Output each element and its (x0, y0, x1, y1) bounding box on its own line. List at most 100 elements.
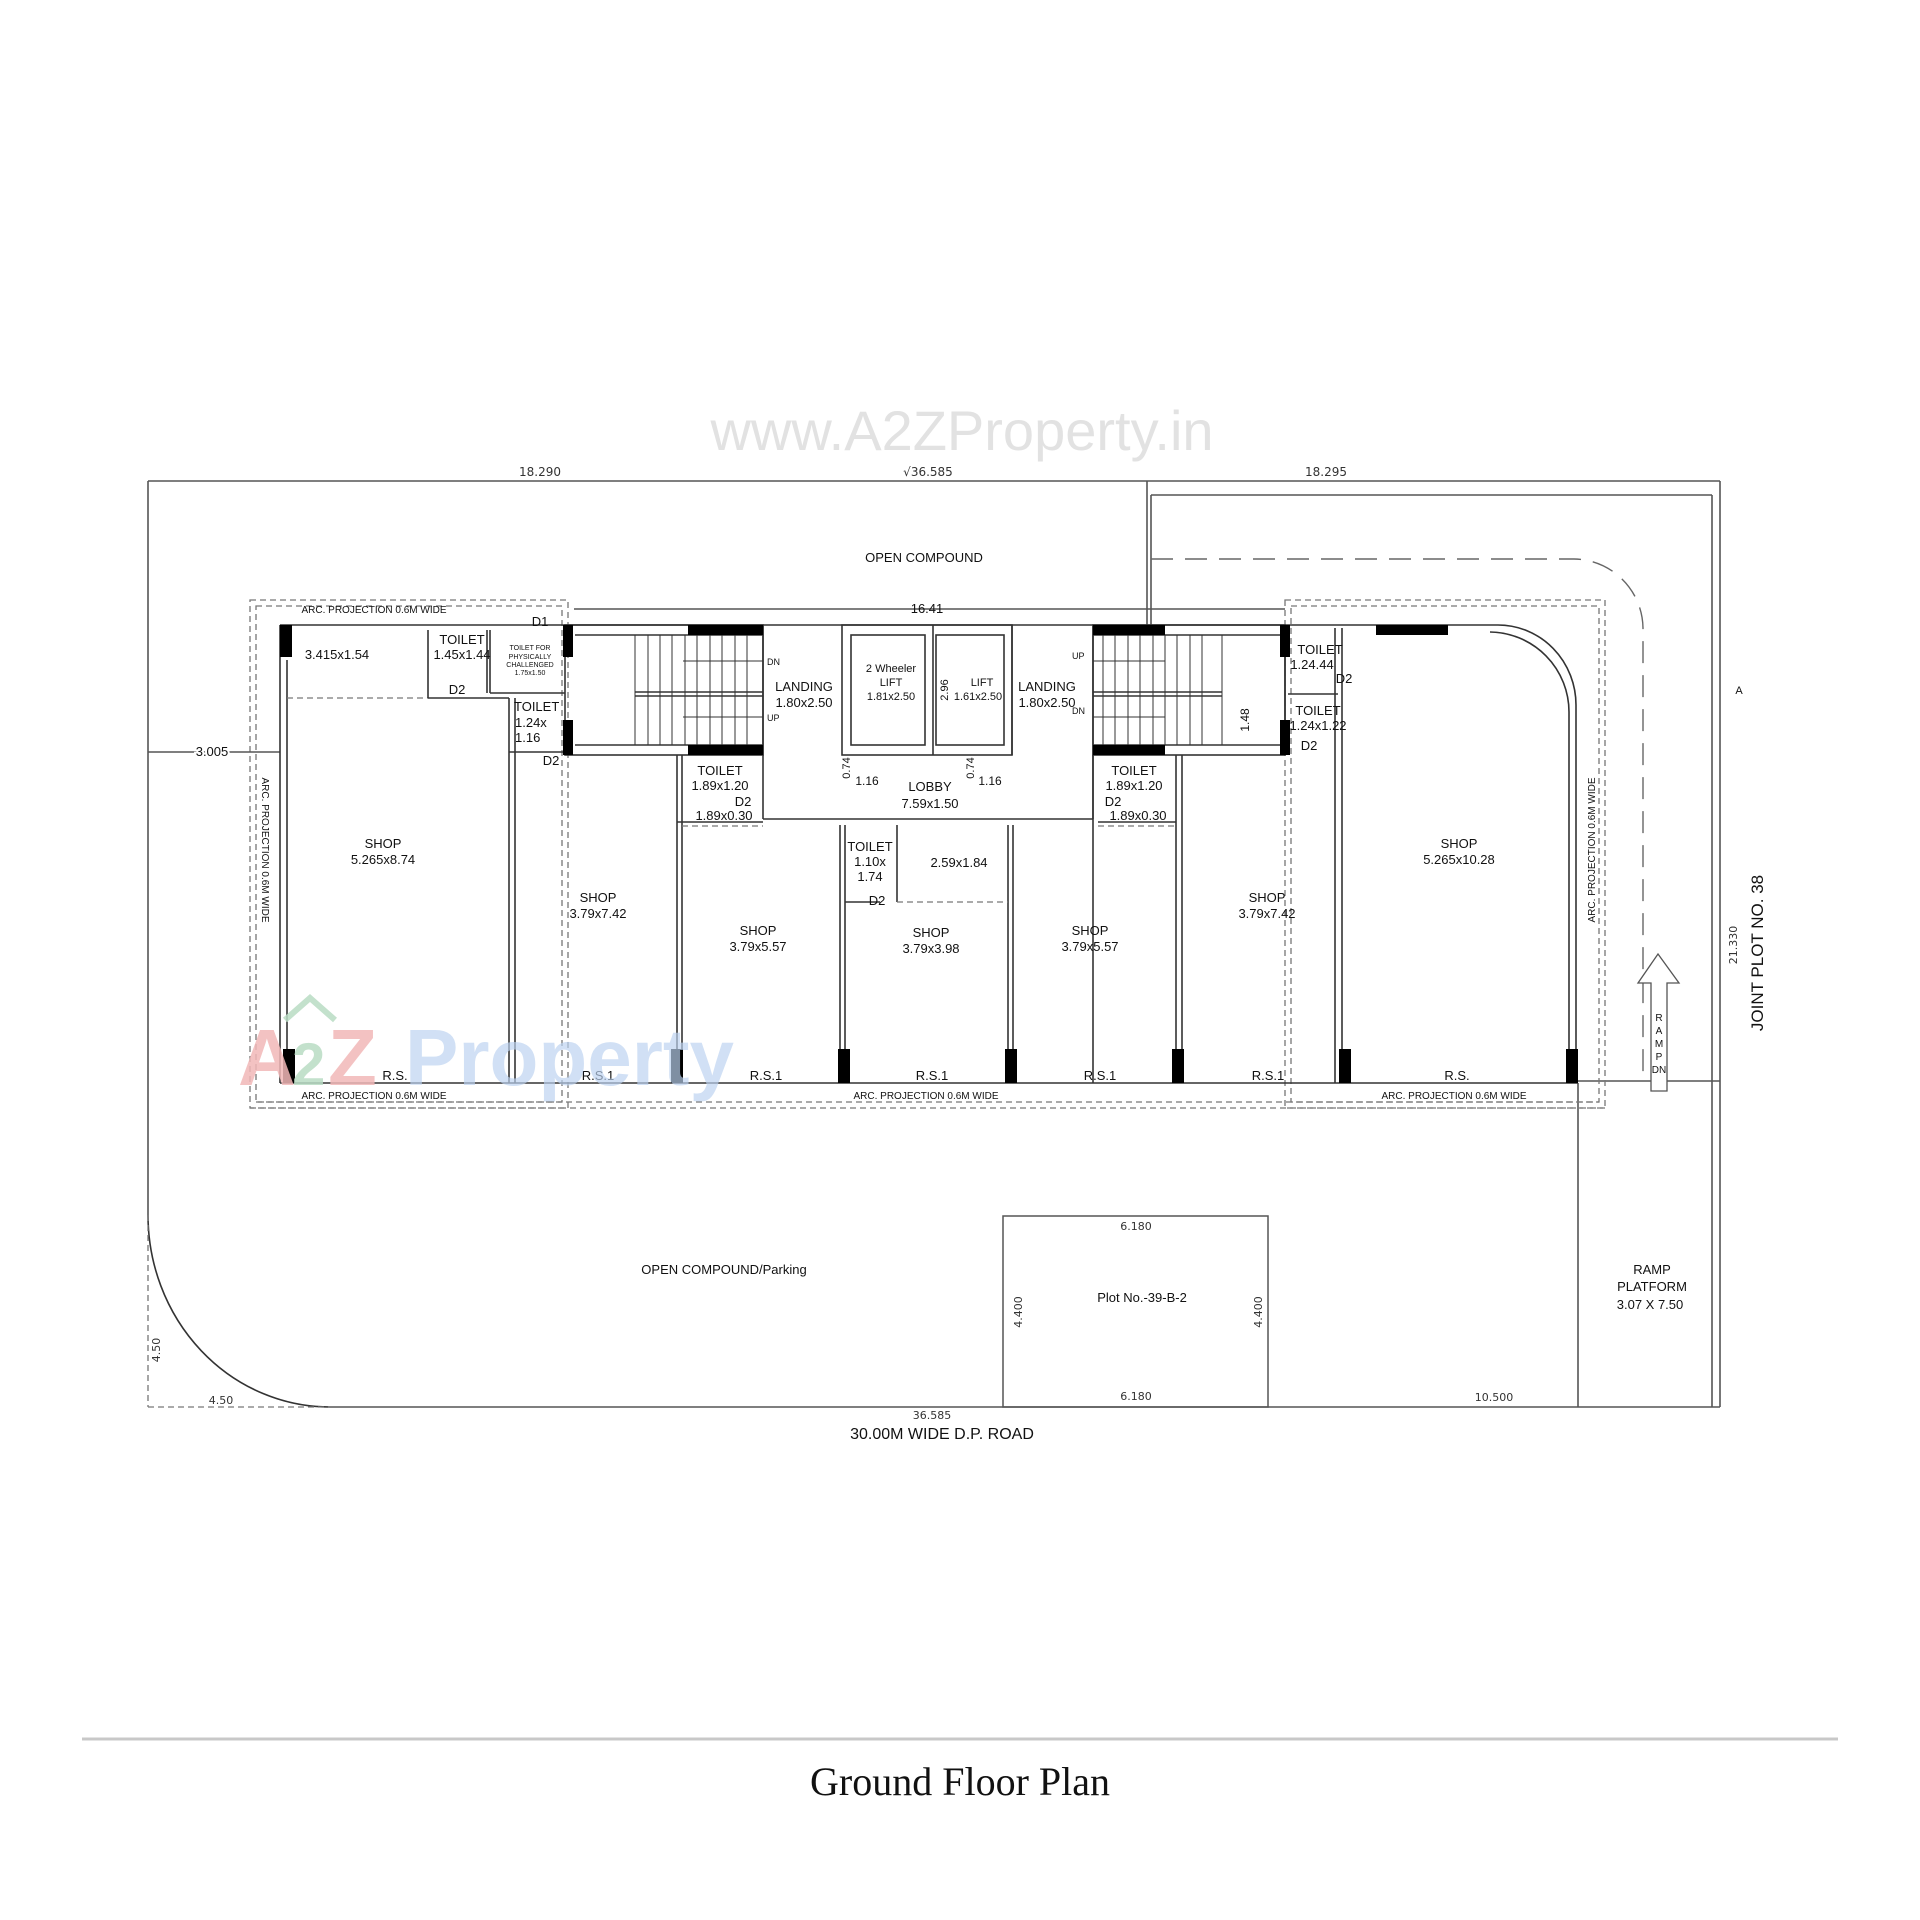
open-compound-parking-label: OPEN COMPOUND/Parking (641, 1262, 806, 1277)
ramp-platform-size: 3.07 X 7.50 (1617, 1297, 1684, 1312)
dim-left-setback: 3.005 (196, 744, 229, 759)
toilet-f-size: 1.24x1.22 (1289, 718, 1346, 733)
arc-projection-bottom-center-label: ARC. PROJECTION 0.6M WIDE (853, 1091, 998, 1102)
shop-1: SHOP 5.265x8.74 R.S. (351, 836, 415, 1083)
shop-1-size: 5.265x8.74 (351, 852, 415, 867)
shop-4-size: 3.79x3.98 (902, 941, 959, 956)
dim-corner-horizontal: 4.50 (209, 1394, 234, 1407)
shop-4: SHOP 3.79x3.98 R.S.1 (902, 925, 959, 1083)
arc-projection-left-label: ARC. PROJECTION 0.6M WIDE (259, 777, 270, 922)
ramp-arrow: R A M P DN (1636, 952, 1681, 1092)
landing-left-title: LANDING (775, 679, 833, 694)
toilet-g-line1: 1.10x (854, 854, 886, 869)
svg-text:Property: Property (405, 1013, 734, 1102)
shop-5: SHOP 3.79x5.57 R.S.1 (1061, 923, 1118, 1083)
toilet-e-title: TOILET (1297, 642, 1342, 657)
toilet-c-door: D2 (735, 794, 752, 809)
room-store-center: 2.59x1.84 (930, 855, 987, 870)
lift-title: LIFT (971, 677, 994, 689)
shop-3-title: SHOP (740, 923, 777, 938)
toilet-ph-line2: PHYSICALLY (509, 654, 552, 661)
toilet-a-title: TOILET (439, 632, 484, 647)
toilet-c-duct: 1.89x0.30 (695, 808, 752, 823)
dim-right-depth: 21.330 (1727, 926, 1740, 965)
shop-5-size: 3.79x5.57 (1061, 939, 1118, 954)
ramp-letter: A (1656, 1026, 1663, 1037)
open-compound-label: OPEN COMPOUND (865, 550, 983, 565)
shop-5-shutter: R.S.1 (1084, 1068, 1117, 1083)
plot-39-dim-top: 6.180 (1120, 1220, 1152, 1233)
shop-6: SHOP 3.79x7.42 R.S.1 (1238, 890, 1295, 1083)
url-watermark: www.A2ZProperty.in (709, 399, 1213, 462)
dim-lift-depth: 2.96 (939, 679, 951, 700)
toilet-c-title: TOILET (697, 763, 742, 778)
toilet-ph-line3: CHALLENGED (506, 662, 553, 669)
room-store-left: 3.415x1.54 (305, 647, 369, 662)
plot-39-dim-right: 4.400 (1252, 1296, 1265, 1328)
stair-left-dn: DN (767, 657, 780, 667)
page-title: Ground Floor Plan (810, 1759, 1110, 1804)
structural-columns (280, 625, 1578, 1083)
toilet-ph-door: D1 (532, 614, 549, 629)
stair-left-up: UP (767, 713, 780, 723)
ramp-platform-line1: RAMP (1633, 1262, 1671, 1277)
dim-bottom-right: 10.500 (1475, 1391, 1514, 1404)
arc-projection-top-label: ARC. PROJECTION 0.6M WIDE (301, 605, 446, 616)
plot-boundary (147, 480, 1721, 1408)
toilet-b-title: TOILET (514, 699, 559, 714)
joint-plot-label: JOINT PLOT NO. 38 (1748, 875, 1767, 1031)
lift-2w-line2: LIFT (880, 677, 903, 689)
toilet-g-title: TOILET (847, 839, 892, 854)
toilet-c-size: 1.89x1.20 (691, 778, 748, 793)
dim-bottom-total: 36.585 (913, 1409, 952, 1422)
plot-39-b-2: 6.180 Plot No.-39-B-2 4.400 4.400 6.180 (1002, 1215, 1269, 1408)
toilet-e-size: 1.24.44 (1290, 657, 1333, 672)
ramp-letter: R (1655, 1013, 1662, 1024)
svg-text:Z: Z (328, 1013, 377, 1102)
lift-size: 1.61x2.50 (954, 691, 1002, 703)
ramp-letter: P (1656, 1052, 1663, 1063)
shop-6-title: SHOP (1249, 890, 1286, 905)
road-label: 30.00M WIDE D.P. ROAD (850, 1426, 1034, 1443)
lobby-title: LOBBY (908, 779, 952, 794)
shop-3-shutter: R.S.1 (750, 1068, 783, 1083)
dim-top-total: √36.585 (903, 465, 953, 479)
dim-building-width: 16.41 (911, 601, 944, 616)
toilet-d-duct: 1.89x0.30 (1109, 808, 1166, 823)
shop-4-shutter: R.S.1 (916, 1068, 949, 1083)
landing-left-size: 1.80x2.50 (775, 695, 832, 710)
shop-5-title: SHOP (1072, 923, 1109, 938)
shop-3-size: 3.79x5.57 (729, 939, 786, 954)
toilet-e-door: D2 (1336, 671, 1353, 686)
stair-right-up: UP (1072, 651, 1085, 661)
plot-39-name: Plot No.-39-B-2 (1097, 1290, 1187, 1305)
shop-6-shutter: R.S.1 (1252, 1068, 1285, 1083)
dim-lobby-h2: 0.74 (965, 757, 977, 778)
plot-39-dim-bottom: 6.180 (1120, 1390, 1152, 1403)
toilet-b-line1: 1.24x (515, 715, 547, 730)
lift-2w-line1: 2 Wheeler (866, 663, 916, 675)
toilet-f-door: D2 (1301, 738, 1318, 753)
toilet-b-line2: 1.16 (515, 730, 540, 745)
dim-lobby-h1: 0.74 (841, 757, 853, 778)
arc-projection-right-label: ARC. PROJECTION 0.6M WIDE (1587, 777, 1598, 922)
toilet-ph-line1: TOILET FOR (510, 645, 551, 652)
marker-a: A (1735, 685, 1743, 697)
dim-top-right: 18.295 (1305, 465, 1347, 479)
shop-7-shutter: R.S. (1444, 1068, 1469, 1083)
shop-2-size: 3.79x7.42 (569, 906, 626, 921)
toilet-a-door: D2 (449, 682, 466, 697)
shop-1-title: SHOP (365, 836, 402, 851)
arc-projection-outline (249, 599, 1606, 1109)
shop-4-title: SHOP (913, 925, 950, 940)
shop-7-size: 5.265x10.28 (1423, 852, 1495, 867)
lobby-size: 7.59x1.50 (901, 796, 958, 811)
ramp-letter: DN (1652, 1065, 1666, 1076)
shop-6-size: 3.79x7.42 (1238, 906, 1295, 921)
toilet-d-door: D2 (1105, 794, 1122, 809)
a2z-logo-watermark: A 2 Z Property (238, 994, 734, 1102)
landing-right-size: 1.80x2.50 (1018, 695, 1075, 710)
stair-right-dn: DN (1072, 706, 1085, 716)
svg-text:A: A (238, 1013, 296, 1102)
